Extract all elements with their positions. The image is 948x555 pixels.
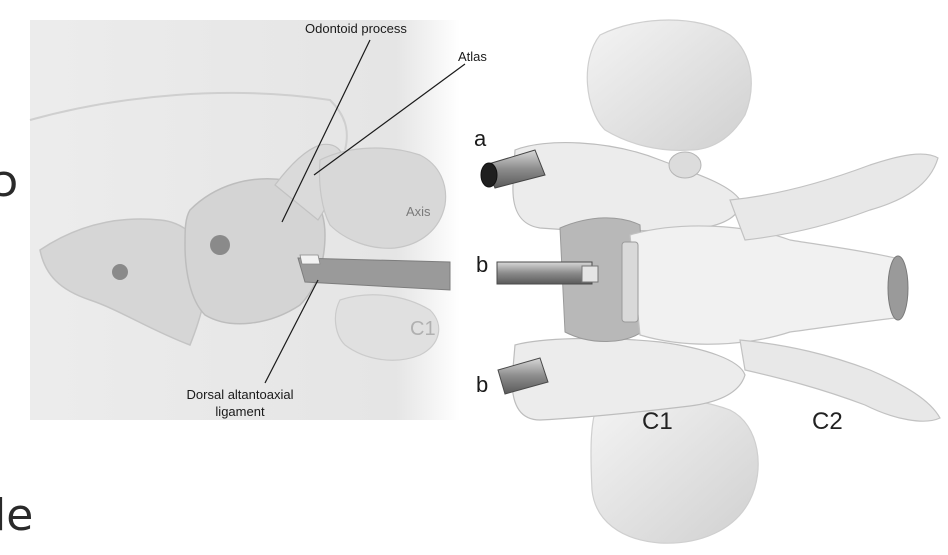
label-b-lower: b xyxy=(476,372,488,398)
c1-upper-lateral-mass xyxy=(513,143,740,231)
label-c1-right: C1 xyxy=(642,408,673,436)
edge-glyph-top: ɔ xyxy=(0,156,18,207)
screw-b-upper-shaft xyxy=(497,262,592,284)
label-b-upper: b xyxy=(476,252,488,278)
label-odontoid-process: Odontoid process xyxy=(305,21,407,36)
occipital-marker-dot xyxy=(112,264,128,280)
label-dorsal-ligament: Dorsal altantoaxial ligament xyxy=(165,386,315,420)
c2-upper-lamina xyxy=(730,154,938,240)
c1-lower-wing xyxy=(591,397,758,543)
label-c2: C2 xyxy=(812,408,843,436)
c1-c2-spacer-block xyxy=(622,242,638,322)
edge-glyph-bottom: le xyxy=(0,490,33,541)
ligament-highlight xyxy=(300,255,320,264)
label-atlas: Atlas xyxy=(458,49,487,64)
atlas-marker-dot xyxy=(210,235,230,255)
c1-upper-wing xyxy=(587,20,751,150)
label-dorsal-ligament-line1: Dorsal altantoaxial xyxy=(165,386,315,403)
screw-b-upper xyxy=(497,262,598,284)
screw-a-head xyxy=(481,163,497,187)
label-axis: Axis xyxy=(406,204,431,219)
screw-b-upper-tip xyxy=(582,266,598,282)
c2-body xyxy=(630,226,895,344)
left-anatomy-panel xyxy=(30,20,465,420)
label-dorsal-ligament-line2: ligament xyxy=(165,403,315,420)
label-a: a xyxy=(474,126,486,152)
c2-spinous-tip xyxy=(888,256,908,320)
odontoid-knob xyxy=(669,152,701,178)
right-fixation-panel xyxy=(481,20,940,543)
label-c1-left: C1 xyxy=(410,318,436,341)
